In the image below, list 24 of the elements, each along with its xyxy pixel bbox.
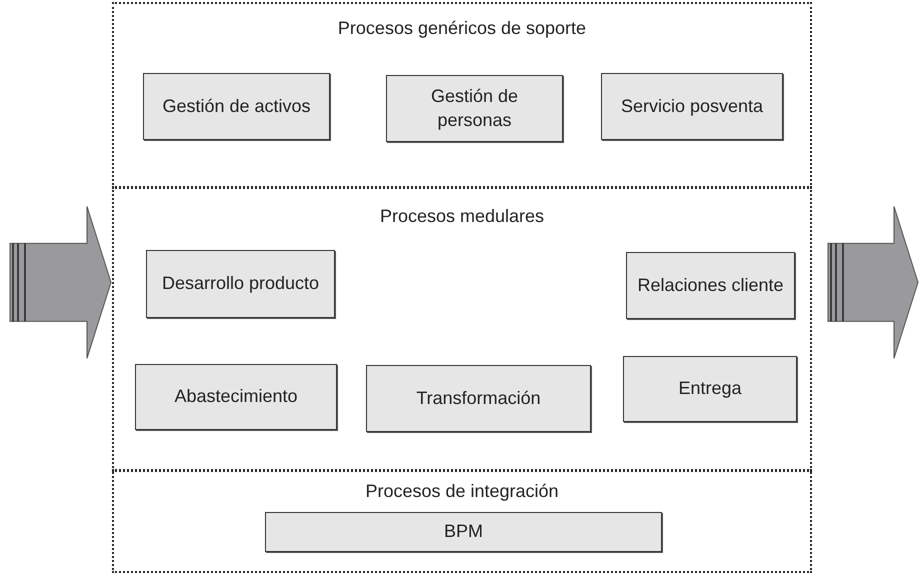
process-box (146, 250, 335, 318)
process-box (143, 73, 330, 140)
process-box (623, 356, 797, 422)
process-group-band (112, 2, 812, 189)
group-heading: Procesos genéricos de soporte (338, 18, 586, 39)
group-heading: Procesos medulares (380, 206, 544, 227)
process-box (366, 365, 591, 432)
process-label: Relaciones cliente (636, 274, 785, 297)
process-box (626, 252, 795, 319)
process-label: Abastecimiento (173, 385, 299, 408)
process-box (386, 75, 563, 142)
process-label: BPM (442, 520, 484, 544)
process-label: Transformación (415, 386, 542, 410)
process-label: Entrega (677, 377, 743, 400)
process-box (265, 512, 662, 552)
process-box (135, 364, 337, 430)
process-label: Gestión de activos (161, 94, 312, 118)
process-group-band (112, 186, 812, 472)
process-label: Gestión de personas (430, 85, 520, 132)
process-label: Desarrollo producto (160, 272, 320, 296)
group-heading: Procesos de integración (365, 481, 559, 502)
process-label: Servicio posventa (620, 94, 764, 118)
process-box (601, 73, 783, 140)
process-group-band (112, 469, 812, 573)
